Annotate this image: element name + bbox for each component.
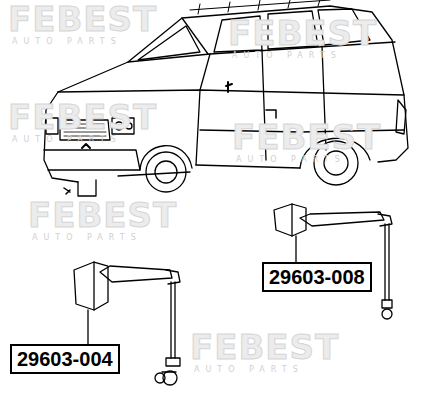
- watermark-subtitle: AUTO PARTS: [12, 136, 122, 144]
- watermark-subtitle: AUTO PARTS: [12, 38, 122, 46]
- watermark: FEBEST: [232, 120, 381, 154]
- watermark: FEBEST: [28, 198, 177, 232]
- watermark-subtitle: AUTO PARTS: [236, 156, 346, 164]
- watermark: FEBEST: [228, 16, 377, 50]
- part-number-box: 29603-004: [10, 344, 120, 374]
- part-number-box: 29603-008: [262, 262, 372, 292]
- watermark: FEBEST: [8, 2, 157, 36]
- watermark: FEBEST: [8, 100, 157, 134]
- part-number: 29603-008: [269, 266, 365, 288]
- watermark-subtitle: AUTO PARTS: [232, 52, 342, 60]
- watermark: FEBEST: [190, 330, 339, 364]
- watermark-subtitle: AUTO PARTS: [194, 366, 304, 374]
- watermark-subtitle: AUTO PARTS: [32, 234, 142, 242]
- part-number: 29603-004: [17, 348, 113, 370]
